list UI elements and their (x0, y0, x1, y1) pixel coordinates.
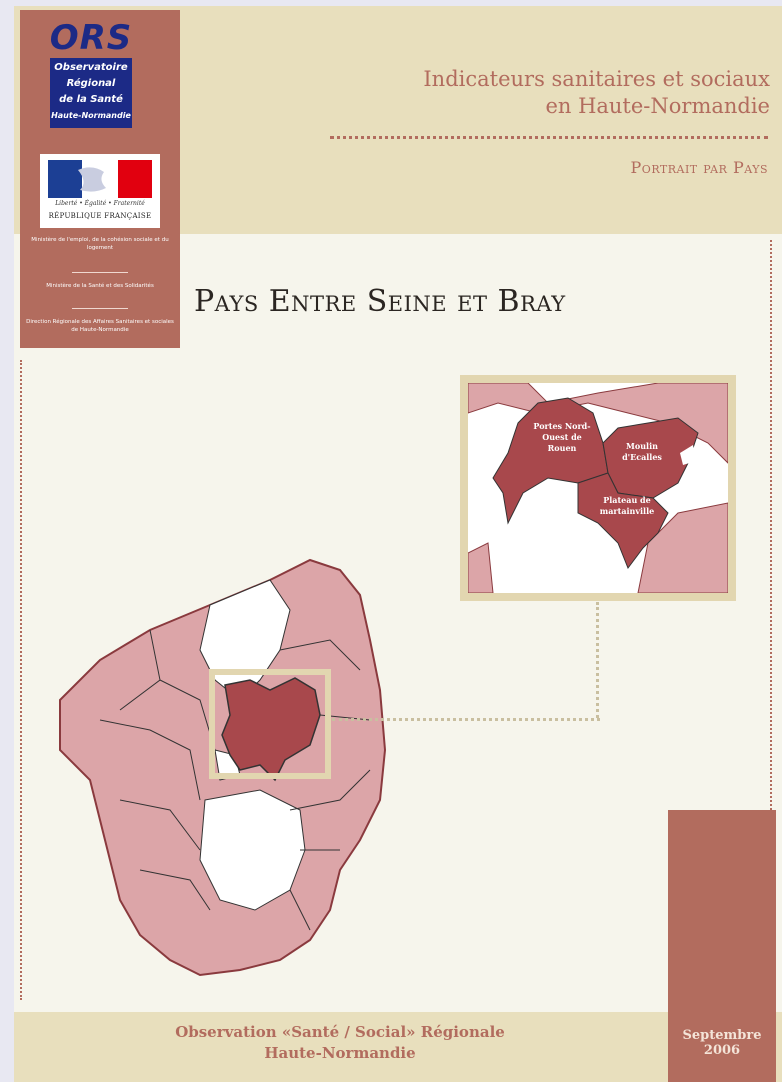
ministry-sante: Ministère de la Santé et des Solidarités (46, 283, 154, 289)
ors-line: Régional (66, 78, 116, 89)
inset-map: Portes Nord-Ouest de Rouen Moulin d'Ecal… (468, 383, 728, 593)
inset-portes-nord-ouest (492, 397, 609, 525)
rf-name: RÉPUBLIQUE FRANÇAISE (48, 212, 152, 220)
inset-lake (680, 445, 696, 465)
title-line-2: en Haute-Normandie (545, 94, 770, 118)
marianne-flag-icon (48, 160, 152, 198)
subtitle: Portrait par Pays (630, 158, 768, 177)
ors-line: Observatoire (54, 62, 128, 73)
haute-normandie-map (59, 558, 387, 977)
footer-title: Observation «Santé / Social» Régionale H… (120, 1022, 560, 1064)
ors-line: Haute-Normandie (51, 111, 131, 120)
republique-francaise-logo: Liberté • Égalité • Fraternité RÉPUBLIQU… (40, 154, 160, 228)
inset-map-svg (468, 383, 728, 593)
date-month: Septembre (682, 1028, 762, 1043)
date-block: Septembre 2006 (668, 810, 776, 1082)
label-portes-nord-ouest: Portes Nord-Ouest de Rouen (533, 421, 591, 453)
ors-name-box: Observatoire Régional de la Santé Haute-… (50, 58, 132, 128)
inset-bg-pink-left (468, 542, 494, 593)
label-plateau-martainville: Plateau de martainville (599, 495, 655, 516)
publication-date: Septembre 2006 (668, 1028, 776, 1058)
map-focus-frame (209, 669, 331, 779)
ors-acronym: ORS (49, 18, 133, 58)
title-line-1: Indicateurs sanitaires et sociaux (423, 67, 770, 91)
ors-line: de la Santé (59, 94, 123, 105)
footer-band (14, 1012, 782, 1082)
dotted-divider (330, 136, 768, 139)
ministry-separator (72, 272, 128, 273)
footer-line-2: Haute-Normandie (264, 1044, 416, 1062)
dotted-border-left (20, 360, 22, 1000)
inset-connector (332, 718, 600, 721)
date-year: 2006 (703, 1043, 741, 1058)
inset-map-frame: Portes Nord-Ouest de Rouen Moulin d'Ecal… (460, 375, 736, 601)
ministry-separator (72, 308, 128, 309)
pays-boundaries (99, 629, 371, 931)
ministry-emploi: Ministère de l'emploi, de la cohésion so… (31, 237, 169, 251)
inset-connector (596, 602, 599, 718)
pays-title: Pays Entre Seine et Bray (194, 284, 566, 319)
ors-logo: ORS Observatoire Régional de la Santé Ha… (38, 18, 144, 130)
dotted-border-right (770, 240, 772, 810)
inset-plateau-martainville (577, 472, 669, 570)
rf-motto: Liberté • Égalité • Fraternité (55, 200, 145, 207)
footer-line-1: Observation «Santé / Social» Régionale (175, 1023, 505, 1041)
label-moulin-ecalles: Moulin d'Ecalles (622, 441, 662, 462)
document-title: Indicateurs sanitaires et sociaux en Hau… (230, 66, 770, 120)
ministry-drass: Direction Régionale des Affaires Sanitai… (26, 319, 174, 333)
pays-entre-seine-et-bray (221, 677, 321, 782)
